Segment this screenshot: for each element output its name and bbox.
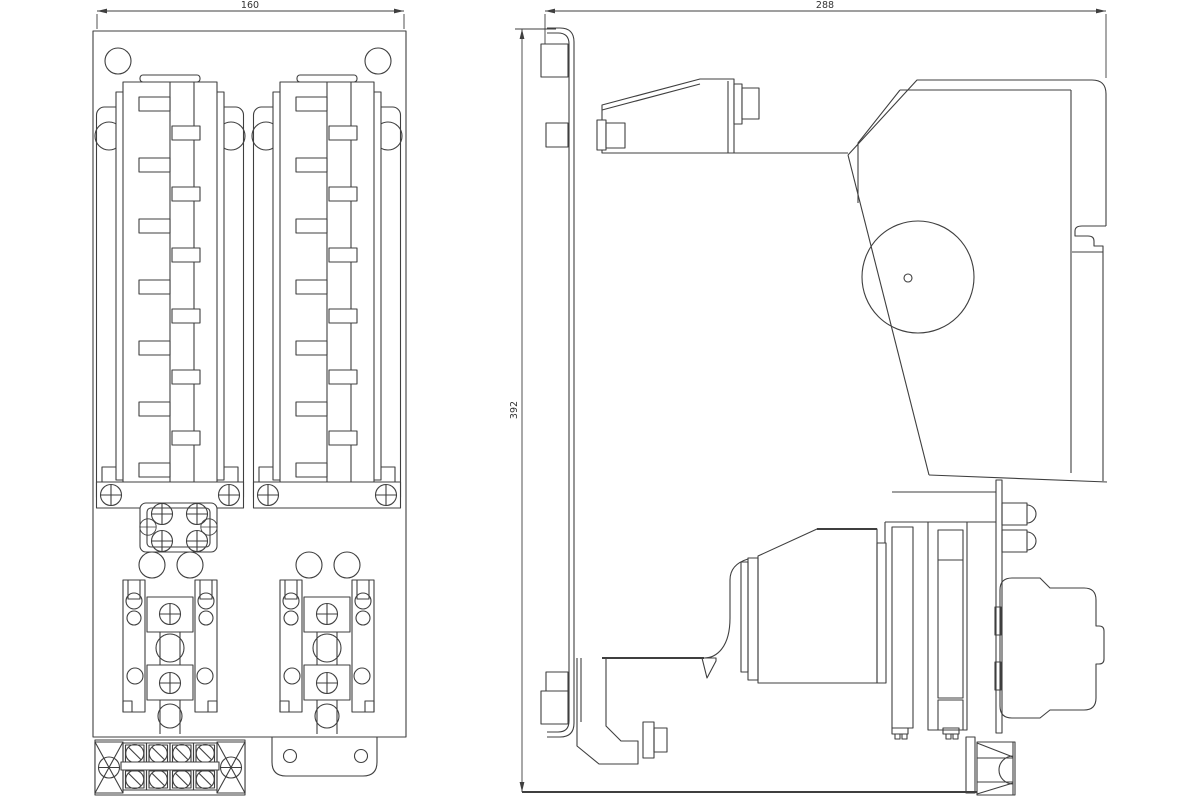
- connector-assembly: [596, 78, 848, 154]
- mounting-hole-right: [364, 47, 392, 75]
- rear-assembly: [891, 479, 1037, 740]
- mounting-hole-left: [104, 47, 132, 75]
- terminal-cover: [994, 577, 1105, 719]
- heatsink-column-left: [95, 75, 245, 734]
- fan-hub-hole: [903, 273, 913, 283]
- din-rail-bracket: [540, 27, 575, 738]
- hex-bolt-bottom: [1001, 529, 1028, 553]
- hex-bolt-top: [1001, 502, 1028, 526]
- dimension-side-depth: 288: [544, 0, 1107, 78]
- front-view: [92, 30, 407, 796]
- transformer-cylinder: [602, 491, 996, 684]
- dimension-label-depth: 288: [816, 0, 834, 11]
- fan-housing: [847, 79, 1108, 483]
- front-view-outline: [92, 30, 407, 738]
- fan-circle: [861, 220, 975, 334]
- dimension-height: 392: [509, 28, 556, 792]
- dimension-label-height: 392: [509, 401, 520, 419]
- heatsink-column-right: [252, 75, 402, 734]
- cable-clamp: [965, 736, 1016, 796]
- mounting-claw: [576, 657, 717, 765]
- screw-terminal-block: [94, 739, 246, 796]
- side-view: [522, 27, 1108, 796]
- cover-plate: [271, 737, 378, 777]
- housing-latch: [1072, 225, 1106, 481]
- dimension-label-width: 160: [241, 0, 259, 11]
- link-block: [139, 502, 218, 553]
- dimension-front-width: 160: [96, 0, 405, 29]
